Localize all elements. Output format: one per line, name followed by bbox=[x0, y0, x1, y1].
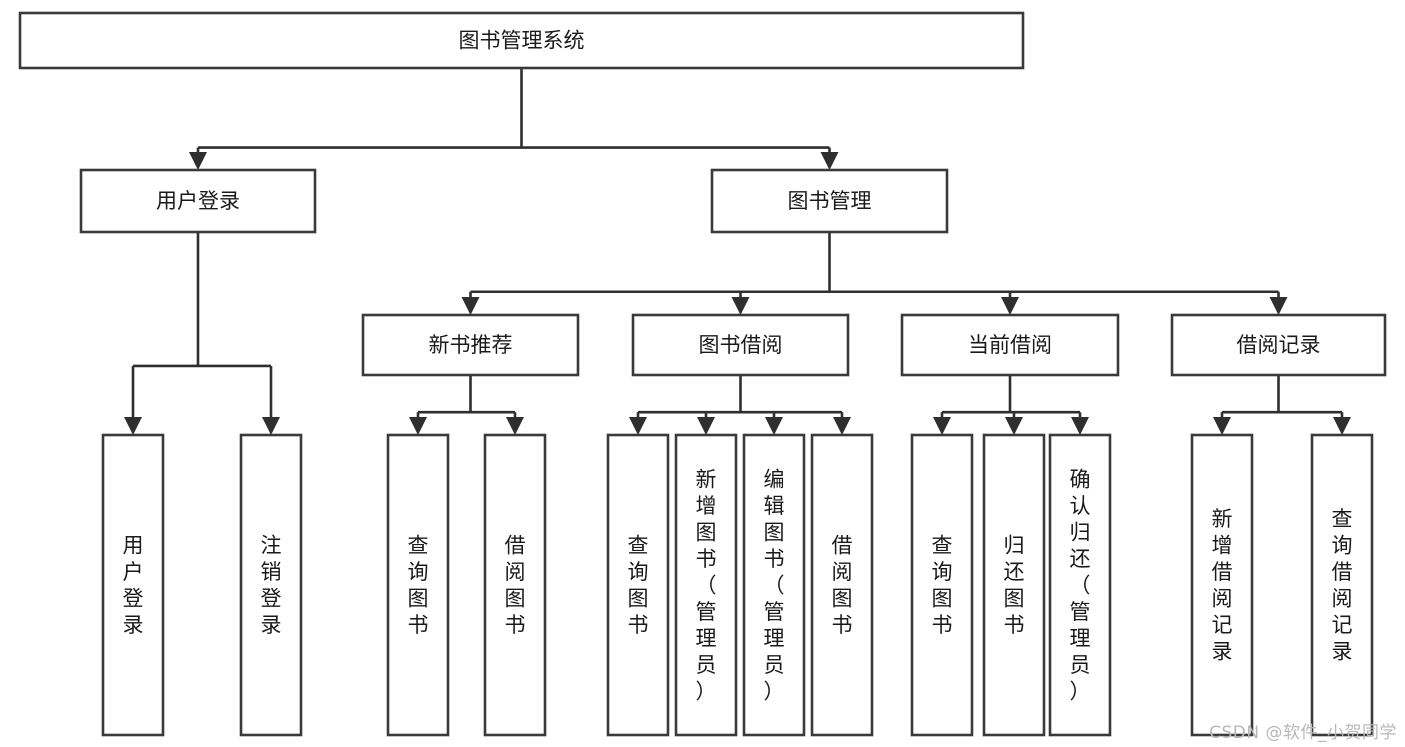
arrow-head-leaf-query-borrow-record bbox=[1333, 417, 1351, 435]
node-current-borrow[interactable]: 当前借阅 bbox=[900, 313, 1120, 377]
node-leaf-query-borrow-record-label: 查询借阅记录 bbox=[1332, 507, 1353, 664]
arrow-head-leaf-user-login bbox=[124, 417, 142, 435]
node-leaf-query-book-1[interactable]: 查询图书 bbox=[386, 433, 450, 737]
node-leaf-query-borrow-record-box bbox=[1310, 433, 1374, 737]
node-leaf-query-book-1-box bbox=[386, 433, 450, 737]
node-leaf-borrow-book-2-box bbox=[810, 433, 874, 737]
node-leaf-user-logout[interactable]: 注销登录 bbox=[239, 433, 303, 737]
node-leaf-return-book[interactable]: 归还图书 bbox=[982, 433, 1046, 737]
node-user-login-box bbox=[79, 168, 317, 234]
arrow-head-book-manage bbox=[820, 152, 839, 170]
node-leaf-borrow-book-1-box bbox=[483, 433, 547, 737]
node-leaf-edit-book-admin-box bbox=[742, 433, 806, 737]
node-leaf-confirm-return-admin[interactable]: 确认归还（管理员） bbox=[1048, 433, 1112, 737]
arrow-head-leaf-user-logout bbox=[262, 417, 280, 435]
node-book-borrow-box bbox=[631, 313, 850, 377]
node-borrow-record[interactable]: 借阅记录 bbox=[1170, 313, 1387, 377]
connector-layer bbox=[124, 68, 1351, 435]
node-leaf-borrow-book-1-label: 借阅图书 bbox=[505, 534, 526, 638]
node-book-borrow-label: 图书借阅 bbox=[699, 333, 783, 357]
node-layer: 图书管理系统用户登录图书管理新书推荐图书借阅当前借阅借阅记录用户登录注销登录查询… bbox=[18, 11, 1387, 737]
node-root-box bbox=[18, 11, 1025, 70]
node-leaf-user-login-box bbox=[101, 433, 165, 737]
node-leaf-borrow-book-2-label: 借阅图书 bbox=[832, 534, 853, 638]
node-leaf-user-logout-label: 注销登录 bbox=[261, 534, 282, 638]
node-leaf-query-book-2-box bbox=[606, 433, 670, 737]
node-leaf-confirm-return-admin-label: 确认归还（管理员） bbox=[1070, 467, 1091, 703]
arrow-head-leaf-borrow-book-2 bbox=[833, 417, 851, 435]
node-leaf-edit-book-admin[interactable]: 编辑图书（管理员） bbox=[742, 433, 806, 737]
arrow-head-user-login bbox=[189, 152, 207, 170]
arrow-head-book-borrow bbox=[731, 297, 750, 315]
arrow-head-leaf-add-borrow-record bbox=[1213, 417, 1231, 435]
node-leaf-query-book-3[interactable]: 查询图书 bbox=[910, 433, 974, 737]
node-current-borrow-box bbox=[900, 313, 1120, 377]
arrow-head-leaf-query-book-2 bbox=[629, 417, 647, 435]
node-leaf-add-book-admin-label: 新增图书（管理员） bbox=[696, 467, 717, 703]
node-leaf-add-borrow-record-box bbox=[1190, 433, 1254, 737]
arrow-head-new-book-recommend bbox=[461, 297, 480, 315]
node-leaf-borrow-book-2[interactable]: 借阅图书 bbox=[810, 433, 874, 737]
node-book-borrow[interactable]: 图书借阅 bbox=[631, 313, 850, 377]
arrow-head-leaf-borrow-book-1 bbox=[506, 417, 524, 435]
node-root-label: 图书管理系统 bbox=[459, 29, 585, 53]
node-new-book-recommend-box bbox=[361, 313, 580, 377]
node-user-login[interactable]: 用户登录 bbox=[79, 168, 317, 234]
arrow-head-current-borrow bbox=[1001, 297, 1019, 315]
node-borrow-record-label: 借阅记录 bbox=[1237, 333, 1321, 357]
node-new-book-recommend-label: 新书推荐 bbox=[429, 333, 513, 357]
node-leaf-borrow-book-1[interactable]: 借阅图书 bbox=[483, 433, 547, 737]
arrow-head-leaf-add-book-admin bbox=[697, 417, 715, 435]
node-leaf-confirm-return-admin-box bbox=[1048, 433, 1112, 737]
node-leaf-user-login[interactable]: 用户登录 bbox=[101, 433, 165, 737]
node-leaf-add-book-admin[interactable]: 新增图书（管理员） bbox=[674, 433, 738, 737]
node-leaf-query-book-2-label: 查询图书 bbox=[628, 534, 649, 638]
node-leaf-query-book-3-box bbox=[910, 433, 974, 737]
arrow-head-leaf-return-book bbox=[1005, 417, 1023, 435]
arrow-head-leaf-edit-book-admin bbox=[765, 417, 783, 435]
node-leaf-query-book-3-label: 查询图书 bbox=[932, 534, 953, 638]
node-borrow-record-box bbox=[1170, 313, 1387, 377]
csdn-watermark: CSDN @软件_小贺同学 bbox=[1209, 723, 1397, 743]
node-leaf-return-book-label: 归还图书 bbox=[1004, 534, 1025, 638]
node-book-manage-label: 图书管理 bbox=[788, 189, 872, 213]
node-book-manage-box bbox=[710, 168, 949, 234]
node-leaf-query-borrow-record[interactable]: 查询借阅记录 bbox=[1310, 433, 1374, 737]
arrow-head-leaf-query-book-1 bbox=[409, 417, 427, 435]
node-leaf-user-login-label: 用户登录 bbox=[123, 534, 144, 638]
node-leaf-query-book-1-label: 查询图书 bbox=[408, 534, 429, 638]
node-leaf-add-book-admin-box bbox=[674, 433, 738, 737]
node-current-borrow-label: 当前借阅 bbox=[968, 333, 1052, 357]
node-leaf-add-borrow-record[interactable]: 新增借阅记录 bbox=[1190, 433, 1254, 737]
node-leaf-edit-book-admin-label: 编辑图书（管理员） bbox=[764, 467, 785, 703]
node-leaf-query-book-2[interactable]: 查询图书 bbox=[606, 433, 670, 737]
node-leaf-return-book-box bbox=[982, 433, 1046, 737]
arrow-head-borrow-record bbox=[1269, 297, 1288, 315]
node-book-manage[interactable]: 图书管理 bbox=[710, 168, 949, 234]
node-new-book-recommend[interactable]: 新书推荐 bbox=[361, 313, 580, 377]
node-leaf-user-logout-box bbox=[239, 433, 303, 737]
arrow-head-leaf-confirm-return-admin bbox=[1071, 417, 1089, 435]
arrow-head-leaf-query-book-3 bbox=[933, 417, 951, 435]
node-root[interactable]: 图书管理系统 bbox=[18, 11, 1025, 70]
node-leaf-add-borrow-record-label: 新增借阅记录 bbox=[1212, 507, 1233, 664]
node-user-login-label: 用户登录 bbox=[156, 189, 240, 213]
